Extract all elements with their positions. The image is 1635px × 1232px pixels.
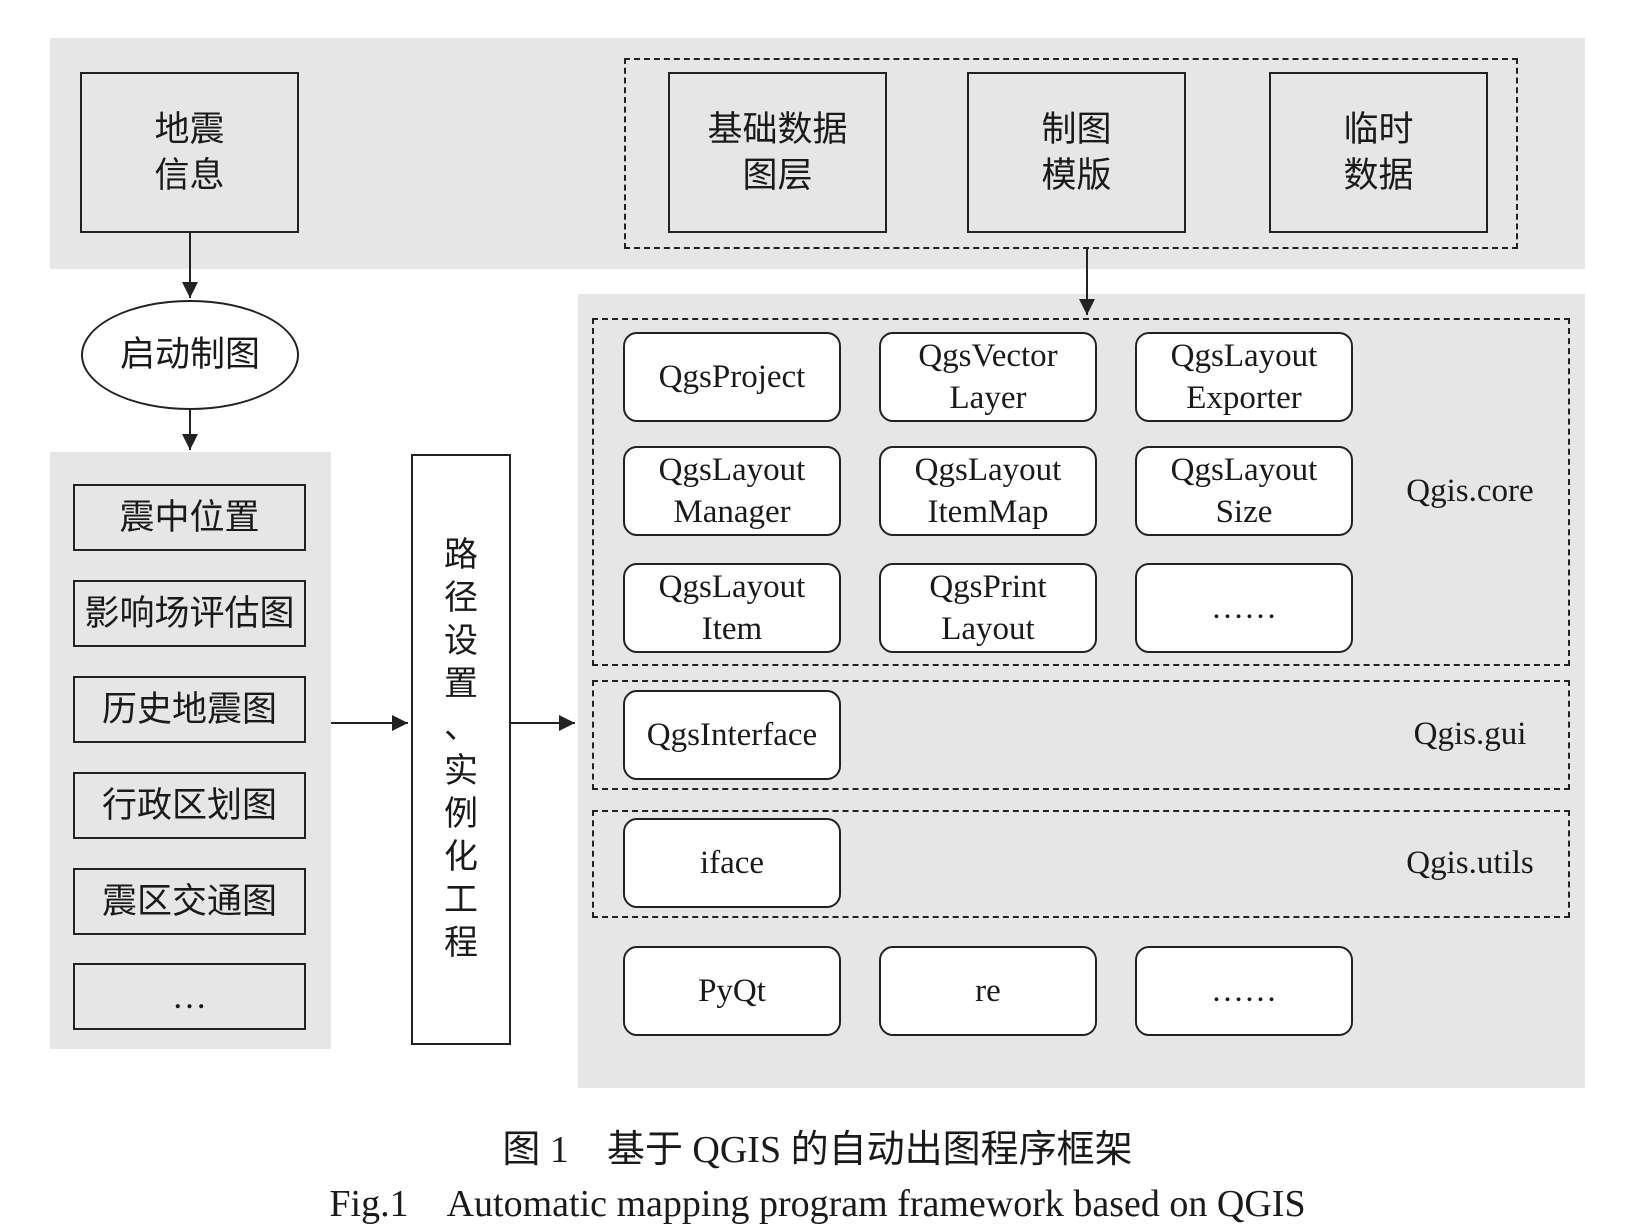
base-layers-box: 基础数据 图层	[668, 72, 887, 233]
map-type-label: …	[172, 976, 207, 1016]
map-type-item: 震区交通图	[73, 868, 306, 935]
map-type-item: 历史地震图	[73, 676, 306, 743]
class-label: Manager	[673, 494, 791, 530]
map-type-item: 震中位置	[73, 484, 306, 551]
path-instantiate-project-box: 路 径 设 置 、 实 例 化 工 程	[411, 454, 511, 1045]
library-label: re	[975, 972, 1001, 1009]
qgis-utils-label: Qgis.utils	[1406, 844, 1534, 881]
base-layers-line2: 图层	[742, 155, 813, 195]
class-label: Layer	[949, 380, 1027, 416]
map-type-item: 行政区划图	[73, 772, 306, 839]
class-label: ItemMap	[927, 494, 1049, 530]
temp-data-line2: 数据	[1343, 155, 1414, 195]
class-label: QgsProject	[658, 358, 806, 395]
seismic-info-line2: 信息	[154, 155, 225, 195]
class-label: QgsInterface	[646, 716, 818, 753]
library-box: re	[879, 946, 1097, 1036]
base-layers-line1: 基础数据	[707, 110, 848, 149]
process-char: 实	[444, 752, 478, 790]
map-type-label: 历史地震图	[101, 689, 277, 729]
class-label: Layout	[941, 611, 1035, 647]
class-label: QgsVector	[918, 337, 1058, 374]
seismic-info-line1: 地震	[154, 110, 225, 149]
class-box: ……	[1135, 563, 1353, 653]
map-type-item: 影响场评估图	[73, 580, 306, 647]
class-label: QgsLayout	[914, 451, 1062, 488]
temp-data-box: 临时 数据	[1269, 72, 1488, 233]
figure-caption-en: Fig.1 Automatic mapping program framewor…	[329, 1183, 1306, 1225]
resources-group	[624, 58, 1518, 249]
map-type-item: …	[73, 963, 306, 1030]
class-label: QgsPrint	[929, 568, 1047, 605]
library-label: PyQt	[698, 972, 766, 1009]
library-box: ……	[1135, 946, 1353, 1036]
seismic-info-box: 地震 信息	[80, 72, 299, 233]
map-template-box: 制图 模版	[967, 72, 1186, 233]
class-label: ……	[1211, 589, 1277, 626]
class-label: Size	[1215, 494, 1273, 530]
process-char: 例	[444, 795, 478, 833]
qgis-utils-group	[592, 810, 1570, 918]
top-panel	[50, 38, 1585, 269]
process-char: 置	[444, 666, 478, 704]
qgis-core-group	[592, 318, 1570, 666]
class-label: Exporter	[1186, 380, 1302, 416]
class-label: iface	[699, 844, 765, 881]
class-label: QgsLayout	[658, 451, 806, 488]
temp-data-line1: 临时	[1343, 110, 1414, 149]
figure-caption-zh: 图 1 基于 QGIS 的自动出图程序框架	[502, 1129, 1133, 1171]
class-label: QgsLayout	[1170, 451, 1318, 488]
class-label: QgsLayout	[658, 568, 806, 605]
process-char: 设	[444, 622, 478, 660]
qgis-gui-group	[592, 680, 1570, 790]
map-type-label: 影响场评估图	[84, 593, 295, 633]
qgis-core-label: Qgis.core	[1406, 472, 1534, 509]
class-box: QgsInterface	[623, 690, 841, 780]
process-char: 工	[444, 882, 478, 920]
library-box: PyQt	[623, 946, 841, 1036]
map-template-line2: 模版	[1041, 155, 1112, 195]
map-type-label: 行政区划图	[101, 785, 277, 825]
class-label: QgsLayout	[1170, 337, 1318, 374]
process-char: 径	[444, 579, 478, 617]
process-char: 、	[444, 709, 478, 747]
start-mapping-node: 启动制图	[81, 300, 299, 410]
map-type-label: 震区交通图	[101, 881, 277, 921]
map-types-panel	[50, 452, 331, 1049]
process-char: 程	[444, 925, 478, 963]
map-template-line1: 制图	[1041, 110, 1112, 149]
process-char: 路	[444, 536, 478, 574]
class-box: iface	[623, 818, 841, 908]
class-label: Item	[701, 611, 763, 647]
class-box: QgsProject	[623, 332, 841, 422]
library-label: ……	[1211, 972, 1277, 1009]
process-char: 化	[444, 838, 478, 876]
qgis-gui-label: Qgis.gui	[1413, 715, 1527, 752]
start-mapping-label: 启动制图	[119, 335, 260, 375]
map-type-label: 震中位置	[119, 497, 260, 537]
